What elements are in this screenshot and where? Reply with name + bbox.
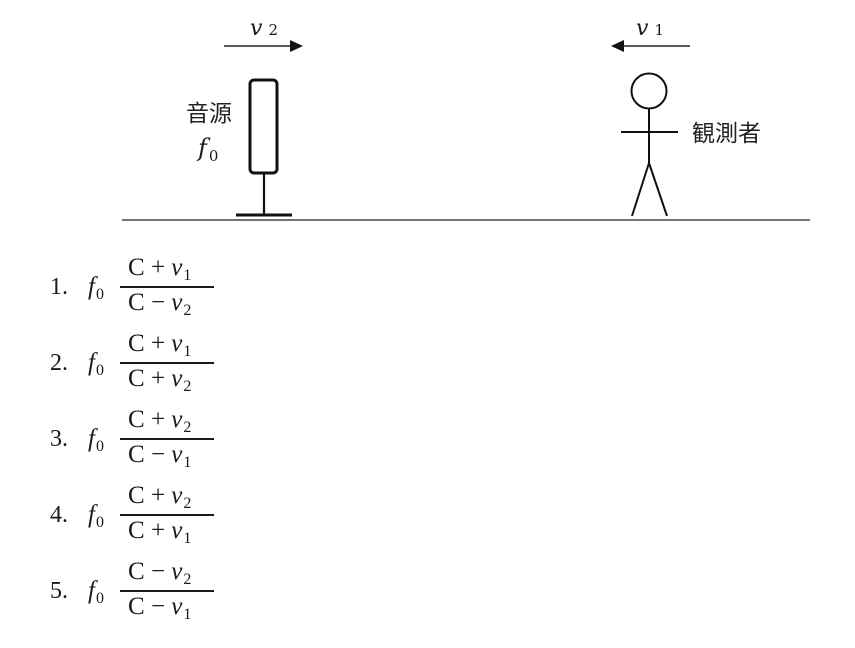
fraction-bar (120, 590, 214, 592)
choice-number: 5. (50, 577, 68, 604)
arrow-right-icon (224, 40, 303, 52)
fraction-numerator: C − v2 (128, 558, 192, 589)
choice-number: 2. (50, 349, 68, 376)
choice-number: 3. (50, 425, 68, 452)
choice-prefix: f0 (88, 273, 104, 303)
choice-fraction: C + v2 C − v1 (120, 405, 214, 473)
answer-choice-4[interactable]: 4. f0 C + v2 C + v1 (50, 480, 214, 550)
fraction-denominator: C − v2 (128, 288, 192, 319)
choice-number: 1. (50, 273, 68, 300)
answer-choice-1[interactable]: 1. f0 C + v1 C − v2 (50, 252, 214, 322)
fraction-bar (120, 286, 214, 288)
fraction-bar (120, 438, 214, 440)
fraction-denominator: C − v1 (128, 592, 192, 623)
choice-fraction: C + v1 C + v2 (120, 329, 214, 397)
fraction-bar (120, 362, 214, 364)
fraction-bar (120, 514, 214, 516)
choice-number: 4. (50, 501, 68, 528)
choice-fraction: C + v2 C + v1 (120, 481, 214, 549)
choice-prefix: f0 (88, 577, 104, 607)
choice-fraction: C − v2 C − v1 (120, 557, 214, 625)
answer-choice-3[interactable]: 3. f0 C + v2 C − v1 (50, 404, 214, 474)
fraction-numerator: C + v1 (128, 330, 192, 361)
observer-figure-icon (621, 72, 678, 217)
doppler-diagram (122, 40, 810, 221)
fraction-numerator: C + v2 (128, 406, 192, 437)
choice-prefix: f0 (88, 501, 104, 531)
choice-prefix: f0 (88, 425, 104, 455)
fraction-denominator: C − v1 (128, 440, 192, 471)
speaker-icon (236, 78, 292, 217)
source-label: 音源 (186, 101, 232, 127)
arrow-left-icon (611, 40, 690, 52)
observer-label: 観測者 (692, 121, 761, 147)
choice-fraction: C + v1 C − v2 (120, 253, 214, 321)
answer-choice-5[interactable]: 5. f0 C − v2 C − v1 (50, 556, 214, 626)
fraction-numerator: C + v2 (128, 482, 192, 513)
fraction-denominator: C + v2 (128, 364, 192, 395)
choice-prefix: f0 (88, 349, 104, 379)
fraction-numerator: C + v1 (128, 254, 192, 285)
fraction-denominator: C + v1 (128, 516, 192, 547)
answer-choice-2[interactable]: 2. f0 C + v1 C + v2 (50, 328, 214, 398)
